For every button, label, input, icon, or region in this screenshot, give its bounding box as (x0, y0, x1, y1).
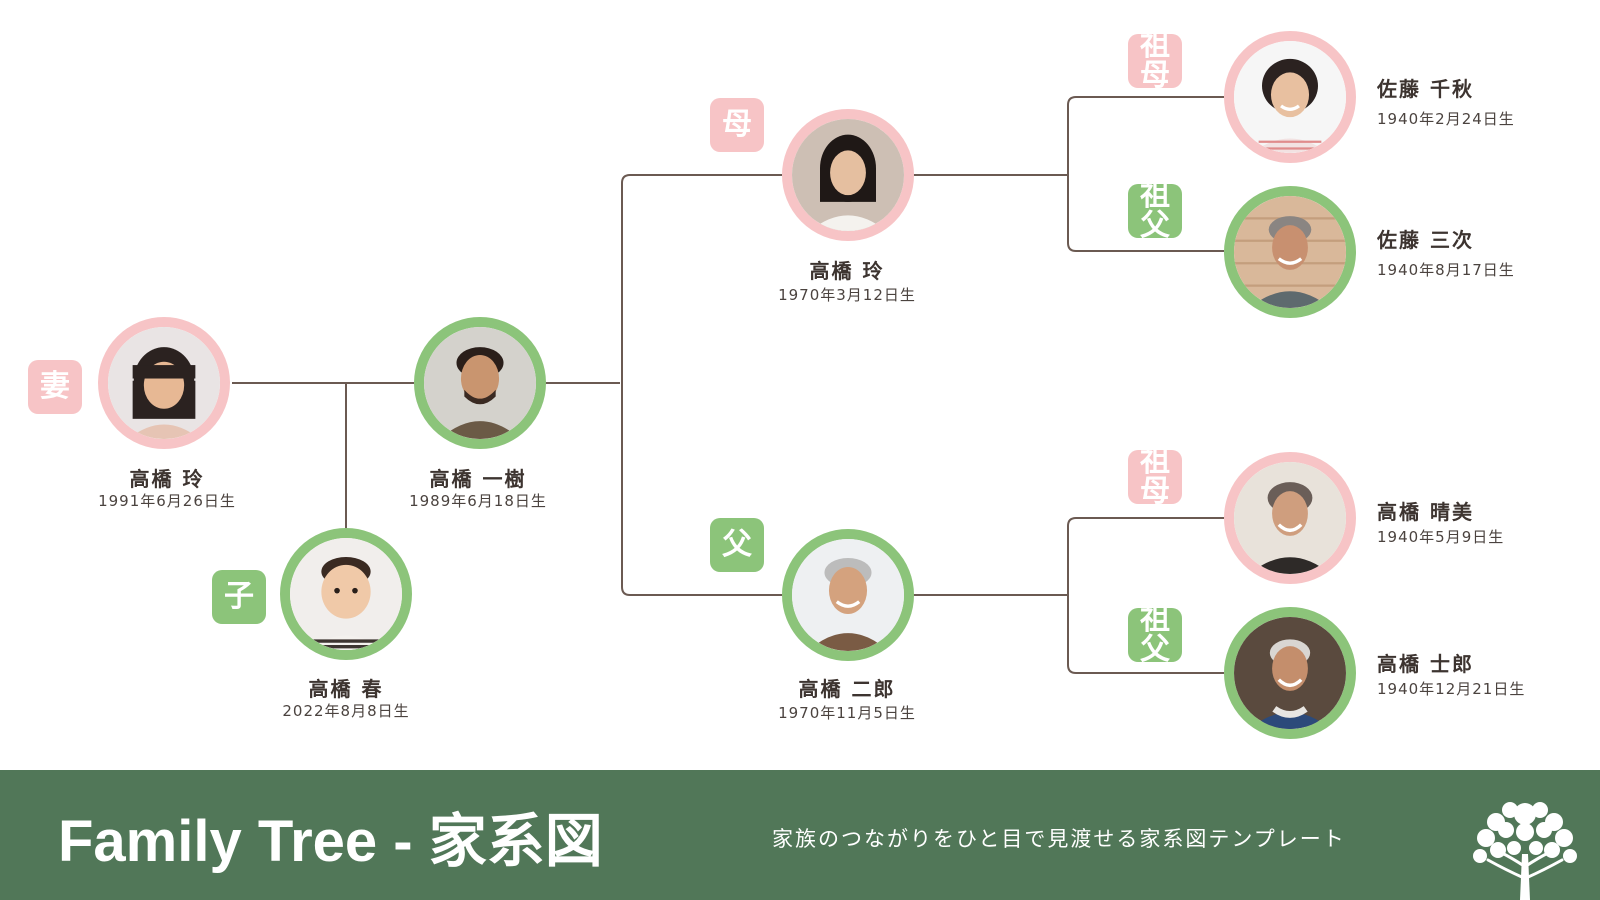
man-photo-icon (414, 317, 546, 449)
elder-man-photo-icon (1224, 186, 1356, 318)
connector-paternal-grandparents (912, 517, 1224, 674)
person-birthdate: 1940年5月9日生 (1377, 528, 1505, 546)
person-name: 高橋 玲 (809, 259, 885, 283)
elder-man-photo-icon (1224, 607, 1356, 739)
person-birthdate: 2022年8月8日生 (282, 702, 410, 720)
elder-woman-photo-icon (1224, 31, 1356, 163)
person-birthdate: 1989年6月18日生 (409, 492, 547, 510)
person-name: 高橋 二郎 (798, 677, 896, 701)
relation-badge: 母 (710, 98, 764, 152)
connector-parents (544, 174, 782, 596)
page-subtitle: 家族のつながりをひと目で見渡せる家系図テンプレート (772, 827, 1346, 851)
woman-photo-icon (98, 317, 230, 449)
person-name: 高橋 春 (308, 677, 384, 701)
page-title: Family Tree - 家系図 (58, 809, 603, 874)
relation-badge: 子 (212, 570, 266, 624)
relation-badge: 祖父 (1128, 605, 1182, 665)
person-birthdate: 1940年12月21日生 (1377, 680, 1526, 698)
person-birthdate: 1970年3月12日生 (778, 286, 916, 304)
person-name: 高橋 士郎 (1377, 652, 1474, 676)
relation-badge: 祖母 (1128, 447, 1182, 507)
person-name: 佐藤 千秋 (1377, 77, 1474, 101)
person-birthdate: 1940年2月24日生 (1377, 110, 1515, 128)
tree-connectors (232, 96, 1224, 674)
connector-maternal-grandparents (912, 96, 1224, 252)
relation-badge: 父 (710, 518, 764, 572)
relation-badge: 祖父 (1128, 181, 1182, 241)
man-photo-icon (782, 529, 914, 661)
relation-badge: 祖母 (1128, 31, 1182, 91)
tree-icon (1473, 802, 1577, 900)
elder-woman-photo-icon (1224, 452, 1356, 584)
woman-photo-icon (782, 109, 914, 241)
person-name: 高橋 晴美 (1377, 500, 1474, 524)
relation-badge: 妻 (28, 360, 82, 414)
person-birthdate: 1991年6月26日生 (98, 492, 236, 510)
person-birthdate: 1970年11月5日生 (778, 704, 916, 722)
person-birthdate: 1940年8月17日生 (1377, 261, 1515, 279)
person-name: 高橋 一樹 (429, 467, 527, 491)
footer-banner: Family Tree - 家系図 家族のつながりをひと目で見渡せる家系図テンプ… (0, 770, 1600, 900)
person-name: 佐藤 三次 (1377, 228, 1474, 252)
person-name: 高橋 玲 (129, 467, 205, 491)
baby-photo-icon (280, 528, 412, 660)
